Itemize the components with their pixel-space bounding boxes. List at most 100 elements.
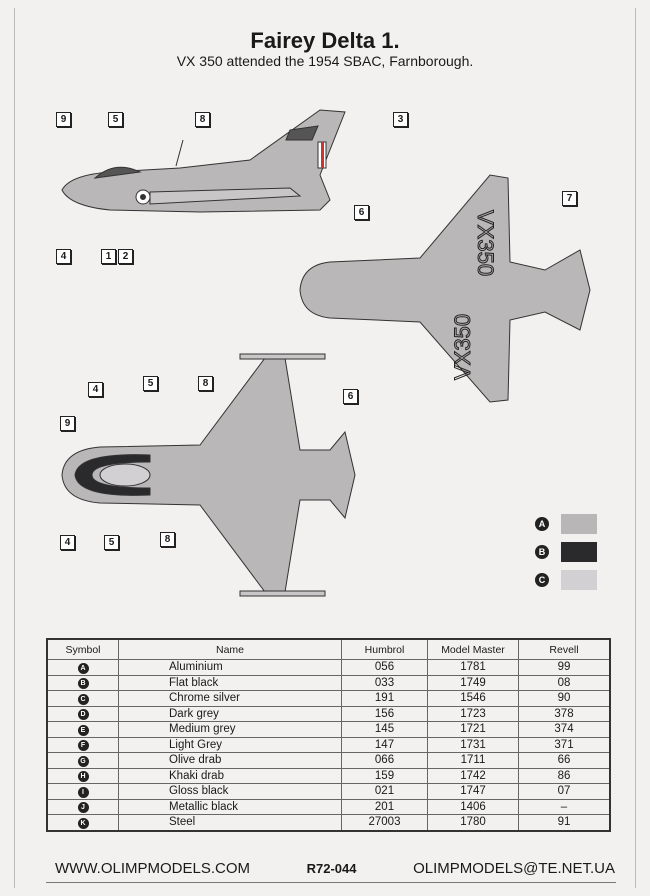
cell-name: Gloss black [118, 783, 342, 800]
cell-symbol: B [46, 674, 119, 691]
cell-model-master: 1749 [427, 674, 519, 691]
cell-model-master: 1731 [427, 736, 519, 753]
callout-bottom-4: 4 [88, 382, 103, 397]
callout-side-2: 2 [118, 249, 133, 264]
cell-revell: 86 [518, 767, 611, 784]
cell-symbol: H [46, 767, 119, 784]
table-header: Revell [518, 638, 611, 660]
callout-bottom-6: 6 [343, 389, 358, 404]
cell-symbol: K [46, 814, 119, 831]
callout-bottom-4b: 4 [60, 535, 75, 550]
top-view: VX350 VX350 [299, 174, 591, 403]
callout-bottom-8: 8 [198, 376, 213, 391]
paint-symbol: G [77, 755, 89, 767]
footer-code: R72-044 [306, 861, 357, 876]
paint-symbol: I [77, 786, 89, 798]
cell-name: Aluminium [118, 659, 342, 676]
bottom-view [61, 353, 356, 597]
cell-model-master: 1721 [427, 721, 519, 738]
callout-top-7: 7 [562, 191, 577, 206]
cell-name: Flat black [118, 674, 342, 691]
cell-humbrol: 191 [341, 690, 428, 707]
paint-symbol: K [77, 817, 89, 829]
page-title: Fairey Delta 1. [250, 28, 400, 53]
cell-humbrol: 145 [341, 721, 428, 738]
cell-humbrol: 021 [341, 783, 428, 800]
swatch-flat-black [561, 542, 597, 562]
cell-model-master: 1747 [427, 783, 519, 800]
footer-rule [46, 882, 616, 883]
paint-symbol: E [77, 724, 89, 736]
cell-name: Dark grey [118, 705, 342, 722]
callout-side-8: 8 [195, 112, 210, 127]
legend-c: C [535, 570, 597, 590]
cell-revell: 66 [518, 752, 611, 769]
cell-revell: 378 [518, 705, 611, 722]
callout-side-1: 1 [101, 249, 116, 264]
aircraft-drawings: VX350 VX350 [61, 109, 591, 597]
cell-humbrol: 201 [341, 798, 428, 815]
cell-symbol: F [46, 736, 119, 753]
cell-name: Light Grey [118, 736, 342, 753]
cell-model-master: 1711 [427, 752, 519, 769]
cell-name: Steel [118, 814, 342, 831]
callout-side-4: 4 [56, 249, 71, 264]
cell-name: Olive drab [118, 752, 342, 769]
paint-symbol: B [77, 678, 89, 690]
cell-symbol: J [46, 798, 119, 815]
footer-website: WWW.OLIMPMODELS.COM [55, 860, 250, 877]
footer: WWW.OLIMPMODELS.COM R72-044 OLIMPMODELS@… [55, 860, 615, 877]
cell-name: Metallic black [118, 798, 342, 815]
table-header: Name [118, 638, 342, 660]
callout-side-3: 3 [393, 112, 408, 127]
callout-bottom-8b: 8 [160, 532, 175, 547]
cell-revell: 08 [518, 674, 611, 691]
paint-symbol: A [77, 662, 89, 674]
table-header: Model Master [427, 638, 519, 660]
side-view [61, 109, 346, 213]
callout-side-9: 9 [56, 112, 71, 127]
paint-symbol: F [77, 740, 89, 752]
cell-model-master: 1742 [427, 767, 519, 784]
swatch-aluminium [561, 514, 597, 534]
cell-revell: 07 [518, 783, 611, 800]
callout-side-6: 6 [354, 205, 369, 220]
legend-b: B [535, 542, 597, 562]
callout-bottom-5: 5 [143, 376, 158, 391]
cell-humbrol: 066 [341, 752, 428, 769]
page-subtitle: VX 350 attended the 1954 SBAC, Farnborou… [176, 53, 474, 69]
cell-symbol: I [46, 783, 119, 800]
cell-name: Chrome silver [118, 690, 342, 707]
cell-symbol: A [46, 659, 119, 676]
cell-humbrol: 033 [341, 674, 428, 691]
cell-humbrol: 27003 [341, 814, 428, 831]
cell-humbrol: 156 [341, 705, 428, 722]
cell-revell: 91 [518, 814, 611, 831]
cell-revell: 90 [518, 690, 611, 707]
cell-symbol: E [46, 721, 119, 738]
cell-revell: – [518, 798, 611, 815]
cell-humbrol: 159 [341, 767, 428, 784]
page-frame [14, 8, 636, 888]
svg-text:VX350: VX350 [473, 210, 498, 276]
callout-bottom-9: 9 [60, 416, 75, 431]
footer-email: OLIMPMODELS@TE.NET.UA [413, 860, 615, 877]
cell-name: Khaki drab [118, 767, 342, 784]
paint-symbol: J [77, 802, 89, 814]
legend-a: A [535, 514, 597, 534]
paint-symbol: D [77, 709, 89, 721]
cell-symbol: C [46, 690, 119, 707]
cell-symbol: D [46, 705, 119, 722]
cell-name: Medium grey [118, 721, 342, 738]
